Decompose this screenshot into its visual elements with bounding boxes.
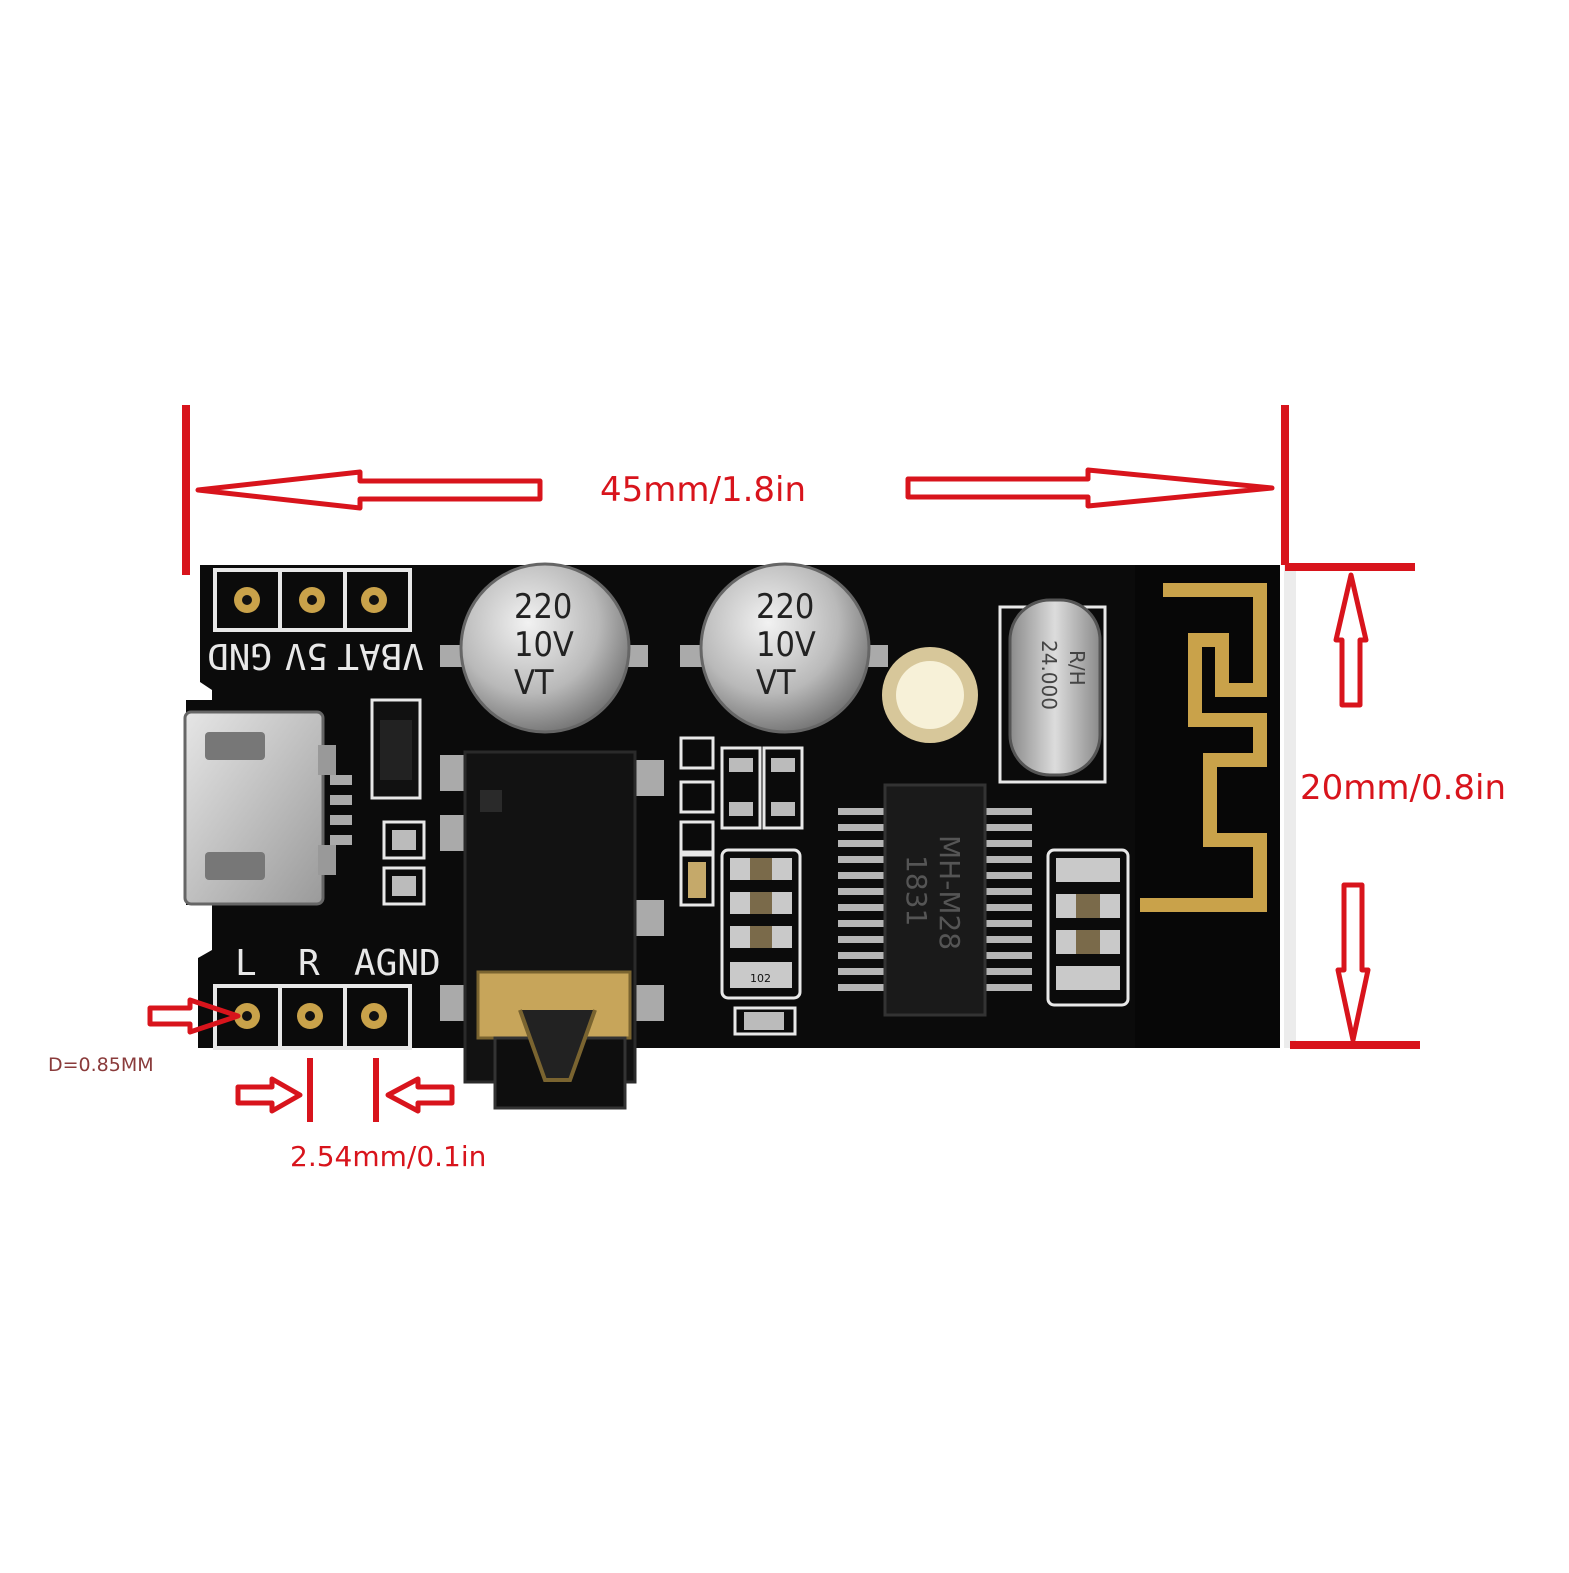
svg-text:10V: 10V [756, 625, 816, 665]
hole-diameter-pointer [147, 997, 241, 1035]
svg-text:VT: VT [756, 663, 796, 703]
pin-pitch-label: 2.54mm/0.1in [290, 1140, 487, 1173]
electrolytic-capacitor-1: 220 10V VT [440, 562, 648, 734]
diameter-arrow [147, 997, 241, 1035]
audio-jack [440, 750, 664, 1110]
pin-label-r: R [298, 943, 320, 984]
electrolytic-capacitor-2: 220 10V VT [680, 562, 888, 734]
height-arrow-down [1335, 882, 1371, 1043]
smd-pad [382, 820, 426, 860]
svg-text:R/H: R/H [1065, 650, 1089, 686]
chip-label: MH-M28 [933, 835, 966, 950]
main-ic-chip: MH-M28 1831 [838, 783, 1032, 1017]
svg-text:24.000: 24.000 [1037, 640, 1061, 710]
svg-text:220: 220 [756, 587, 814, 627]
smd-components-left: 102 [679, 736, 804, 1036]
smd-components-right [1046, 848, 1130, 1007]
pitch-arrow-right [235, 1076, 303, 1114]
pin-label-agnd: AGND [354, 943, 441, 984]
width-dimension [182, 405, 1289, 575]
svg-text:VT: VT [514, 663, 554, 703]
pin-label-vbat: VBAT [337, 635, 424, 676]
pin-label-gnd: GND [207, 635, 272, 676]
micro-usb-connector [183, 710, 352, 906]
chip-pins-right [982, 808, 1032, 991]
smd-pad [382, 866, 426, 906]
svg-text:10V: 10V [514, 625, 574, 665]
audio-pin-header [213, 984, 412, 1050]
svg-text:220: 220 [514, 587, 572, 627]
antenna-trace [1140, 583, 1267, 912]
width-label: 45mm/1.8in [600, 470, 807, 510]
chip-pins-left [838, 808, 888, 991]
height-dimension [1285, 563, 1420, 1049]
width-arrow-left [195, 469, 543, 511]
height-label: 20mm/0.8in [1300, 768, 1507, 808]
diode [370, 698, 422, 800]
crystal-oscillator: R/H 24.000 [998, 598, 1107, 784]
width-arrow-right [905, 467, 1275, 509]
pin-label-l: L [235, 943, 257, 984]
pin-pitch-dimension [235, 1058, 455, 1122]
audio-pin-labels: L R AGND [235, 943, 441, 984]
pin-label-5v: 5V [285, 635, 328, 676]
resistor-code: 102 [750, 972, 771, 985]
power-pin-header [213, 568, 412, 632]
mounting-hole [882, 647, 978, 743]
hole-diameter-label: D=0.85MM [48, 1054, 154, 1076]
power-pin-labels: VBAT 5V GND [207, 635, 424, 676]
pitch-arrow-left [385, 1076, 455, 1114]
chip-date-code: 1831 [900, 855, 933, 926]
height-arrow-up [1333, 572, 1369, 708]
